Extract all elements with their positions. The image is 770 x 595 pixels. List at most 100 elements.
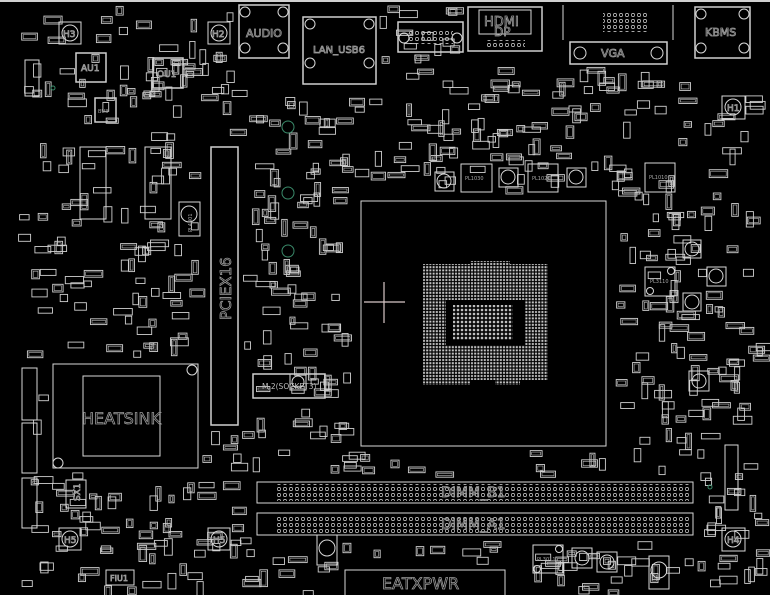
smd-pad-inner xyxy=(407,105,411,116)
test-points xyxy=(50,85,713,490)
smd-pad xyxy=(79,527,89,537)
hdmi-dp-connector[interactable]: HDMI DP xyxy=(467,6,543,52)
inductor-pl3011[interactable]: PL3011 xyxy=(532,544,564,574)
smd-pad xyxy=(310,168,321,175)
smd-pad xyxy=(406,103,412,117)
dimm-slot-b1[interactable]: DIMM_B1 xyxy=(256,481,694,504)
mounting-hole-h5-right[interactable]: H5 xyxy=(207,527,231,551)
smd-pad xyxy=(398,141,412,150)
test-point[interactable] xyxy=(281,120,295,134)
smd-pad xyxy=(162,522,171,534)
inductor-pl1010[interactable]: PL1010 xyxy=(644,162,676,193)
crystal-sx1[interactable]: SX1 xyxy=(65,479,87,509)
pin-header[interactable] xyxy=(21,422,38,474)
pin-header[interactable] xyxy=(144,146,172,220)
smd-pad xyxy=(165,518,173,528)
smd-pad xyxy=(55,545,68,552)
mounting-hole-h2[interactable]: H2 xyxy=(207,21,231,45)
cpu-socket[interactable] xyxy=(360,200,607,447)
lan-usb-label: LAN_USB6 xyxy=(313,45,365,56)
smd-pad xyxy=(719,374,739,383)
smd-pad-inner xyxy=(262,245,268,250)
smd-pad-inner xyxy=(727,323,744,328)
kbms-connector[interactable]: KBMS xyxy=(694,6,751,59)
inductor-vertical[interactable] xyxy=(648,555,670,590)
smd-pad xyxy=(257,359,272,367)
test-point[interactable] xyxy=(281,244,295,258)
smd-pad-inner xyxy=(417,547,423,555)
smd-pad xyxy=(705,290,723,300)
smd-pad-inner xyxy=(513,83,519,86)
smd-pad-inner xyxy=(653,565,659,579)
smd-pad xyxy=(249,115,268,123)
smd-pad-inner xyxy=(287,272,300,276)
mounting-hole-h1[interactable]: H1 xyxy=(721,95,746,120)
smd-pad-inner xyxy=(451,46,459,52)
pciex16-slot[interactable]: PCIEX16 xyxy=(210,146,239,426)
smd-pad-inner xyxy=(453,130,460,133)
smd-pad xyxy=(403,43,417,50)
smd-pad xyxy=(189,288,206,298)
lan-usb-connector[interactable]: LAN_USB6 xyxy=(302,16,377,85)
smd-pad xyxy=(162,148,171,158)
smd-pad xyxy=(135,277,146,284)
smd-pad xyxy=(451,128,462,135)
smd-pad xyxy=(269,281,278,289)
audio-connector[interactable]: AUDIO xyxy=(238,4,290,59)
smd-pad xyxy=(84,115,92,125)
chip-au1[interactable]: AU1 xyxy=(75,52,107,83)
chip-bu3[interactable]: BU3 xyxy=(94,97,117,123)
mounting-hole-h3[interactable]: H3 xyxy=(58,21,82,45)
smd-pad xyxy=(439,146,456,156)
smd-pad-inner xyxy=(280,571,294,577)
pin-header[interactable] xyxy=(724,444,739,511)
test-point[interactable] xyxy=(281,186,295,200)
pin-header[interactable] xyxy=(24,59,40,97)
vga-dsub-connector[interactable] xyxy=(397,21,464,53)
smd-pad xyxy=(261,208,269,218)
smd-pad xyxy=(511,81,521,88)
smd-pad xyxy=(301,408,311,418)
eatxpwr-connector[interactable]: EATXPWR xyxy=(344,569,506,595)
test-point[interactable] xyxy=(50,85,56,91)
smd-pad-inner xyxy=(740,404,750,409)
smd-pad-inner xyxy=(716,507,720,517)
smd-pad xyxy=(258,429,266,439)
smd-pad xyxy=(637,541,653,550)
chip-ou1[interactable]: OU1 xyxy=(152,57,184,89)
mounting-hole-h5-left[interactable]: H5 xyxy=(58,527,82,551)
pin-header[interactable] xyxy=(21,367,38,421)
smd-pad xyxy=(263,355,273,370)
inductor-pl1030[interactable]: PL1030 xyxy=(460,163,493,193)
inductor-vertical[interactable] xyxy=(316,534,338,566)
smd-pad-inner xyxy=(172,340,176,355)
smd-pad xyxy=(104,585,112,595)
pin-header[interactable] xyxy=(21,477,38,529)
smd-pad xyxy=(79,193,89,211)
mounting-hole-h4[interactable]: H4 xyxy=(721,527,746,552)
smd-pad xyxy=(170,338,178,357)
smd-pad xyxy=(572,108,581,124)
smd-pad xyxy=(726,358,740,366)
smd-pad xyxy=(647,229,661,237)
inductor-pl1020[interactable]: PL1020 xyxy=(527,163,559,193)
vga-connector[interactable]: VGA xyxy=(562,5,674,65)
smd-pad xyxy=(558,562,578,571)
pin-header[interactable] xyxy=(79,146,107,220)
smd-pad-inner xyxy=(32,270,39,278)
smd-pad-inner xyxy=(618,172,624,181)
smd-pad-inner xyxy=(699,562,704,570)
chip-fiu1[interactable]: FIU1 xyxy=(105,569,135,586)
smd-pad-inner xyxy=(258,419,264,431)
m2-socket[interactable]: M.2(SOCKET3) xyxy=(252,373,326,399)
test-point[interactable] xyxy=(707,484,713,490)
inductor-pl4801[interactable]: PL4801 xyxy=(178,201,201,237)
cpu-cavity-pads xyxy=(453,305,513,340)
smd-pad xyxy=(340,157,349,166)
inductor-pl3110[interactable]: PL3110 xyxy=(644,266,676,297)
smd-pad xyxy=(415,546,425,557)
smd-pad-inner xyxy=(643,302,648,310)
pch-heatsink[interactable]: HEATSINK xyxy=(52,363,199,469)
dimm-slot-a1[interactable]: DIMM_A1 xyxy=(256,512,694,536)
